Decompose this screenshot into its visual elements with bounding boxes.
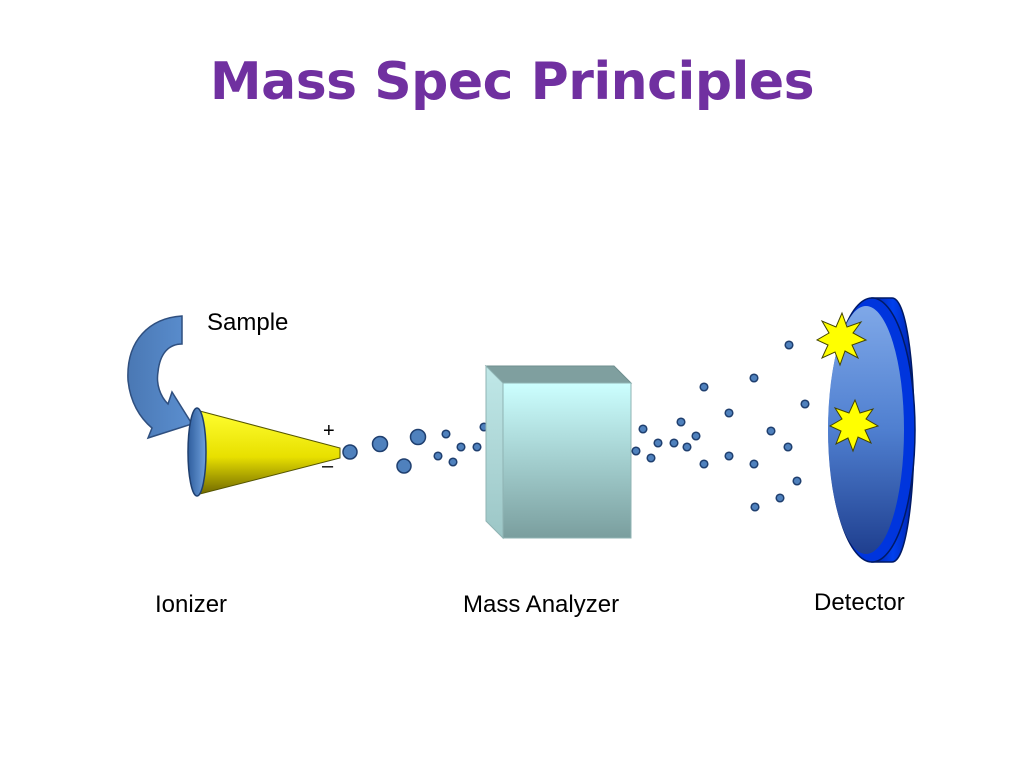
- detection-flash-icon: [815, 311, 868, 367]
- ion: [433, 451, 443, 461]
- ion: [800, 399, 810, 409]
- ion: [699, 382, 709, 392]
- ion: [646, 453, 656, 463]
- ion: [750, 502, 760, 512]
- detector-disk: [828, 297, 916, 563]
- detector-label: Detector: [814, 589, 905, 616]
- ion: [456, 442, 466, 452]
- ion: [371, 435, 389, 453]
- sample-arrow: [127, 315, 194, 440]
- ion: [724, 408, 734, 418]
- ion: [775, 493, 785, 503]
- ion: [441, 429, 451, 439]
- ion: [682, 442, 692, 452]
- ion: [724, 451, 734, 461]
- mass-analyzer-label: Mass Analyzer: [463, 591, 620, 618]
- ion-stream-left: [342, 422, 504, 474]
- sample-label: Sample: [207, 309, 289, 336]
- ion: [409, 428, 427, 446]
- ion: [691, 431, 701, 441]
- ion: [669, 438, 679, 448]
- ion: [631, 446, 641, 456]
- slide-title: Mass Spec Principles: [209, 52, 815, 112]
- ion: [749, 373, 759, 383]
- ion: [792, 476, 802, 486]
- ion: [783, 442, 793, 452]
- positive-charge-label: +: [323, 420, 335, 442]
- ion: [766, 426, 776, 436]
- mass-analyzer-box: [484, 364, 633, 540]
- ionizer-label: Ionizer: [155, 591, 228, 618]
- detection-flash-icon: [828, 398, 880, 453]
- ion: [676, 417, 686, 427]
- ion: [699, 459, 709, 469]
- ion: [784, 340, 794, 350]
- ion: [396, 458, 412, 474]
- ion-stream-right: [631, 340, 810, 512]
- ion: [638, 424, 648, 434]
- negative-charge-label: –: [322, 455, 334, 477]
- ion: [653, 438, 663, 448]
- ion: [472, 442, 482, 452]
- ion: [448, 457, 458, 467]
- ion: [749, 459, 759, 469]
- ion: [342, 444, 358, 460]
- ionizer-cone: [187, 407, 341, 497]
